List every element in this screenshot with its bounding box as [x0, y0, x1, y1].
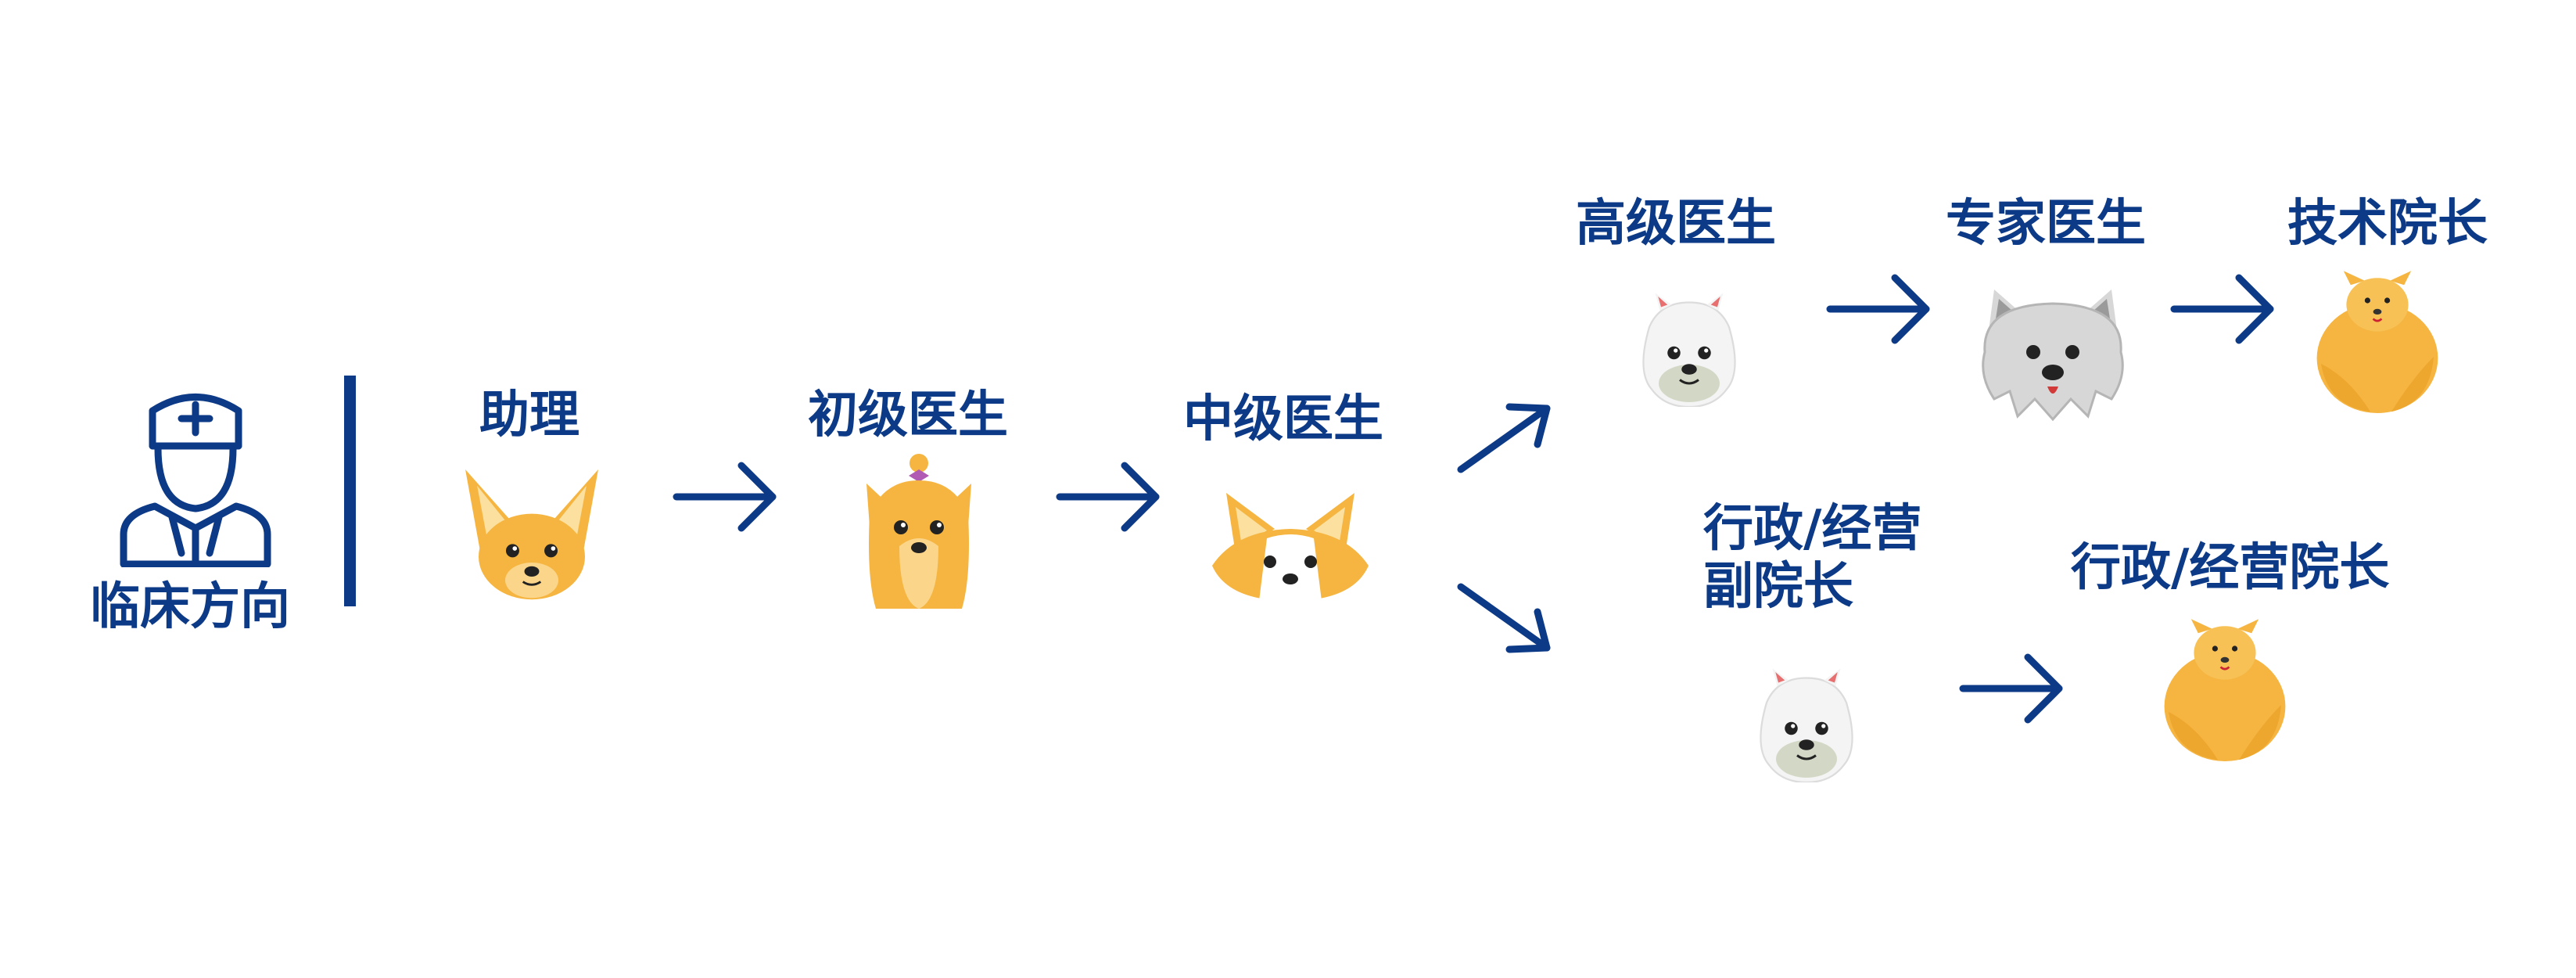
westie-icon — [1982, 289, 2124, 422]
arrow-right-icon — [2170, 274, 2274, 344]
stage-admin-vice-director-label: 行政/经营 副院长 — [1703, 500, 1922, 616]
pomeranian-icon — [2163, 617, 2287, 763]
track-title: 临床方向 — [90, 578, 290, 636]
arrow-down-right-icon — [1457, 583, 1551, 653]
stage-assistant-label: 助理 — [479, 387, 579, 444]
stage-junior-doctor-label: 初级医生 — [808, 387, 1008, 444]
doctor-icon — [120, 394, 271, 567]
chihuahua-icon — [465, 469, 598, 600]
arrow-right-icon — [1056, 462, 1160, 532]
arrow-right-icon — [1959, 653, 2063, 724]
stage-expert-doctor-label: 专家医生 — [1946, 195, 2146, 253]
stage-senior-doctor-label: 高级医生 — [1576, 195, 1776, 253]
stage-technical-director-label: 技术院长 — [2287, 195, 2488, 253]
pomeranian-icon — [2316, 269, 2439, 415]
yorkie-icon — [866, 454, 971, 609]
arrow-right-icon — [673, 462, 777, 532]
stage-admin-director-label: 行政/经营院长 — [2071, 539, 2390, 597]
samoyed-icon — [1641, 292, 1737, 407]
samoyed-icon — [1759, 667, 1854, 782]
arrow-up-right-icon — [1457, 403, 1551, 473]
arrow-right-icon — [1826, 274, 1930, 344]
divider — [344, 376, 356, 606]
stage-intermediate-doctor-label: 中级医生 — [1183, 390, 1383, 448]
corgi-icon — [1212, 493, 1369, 601]
